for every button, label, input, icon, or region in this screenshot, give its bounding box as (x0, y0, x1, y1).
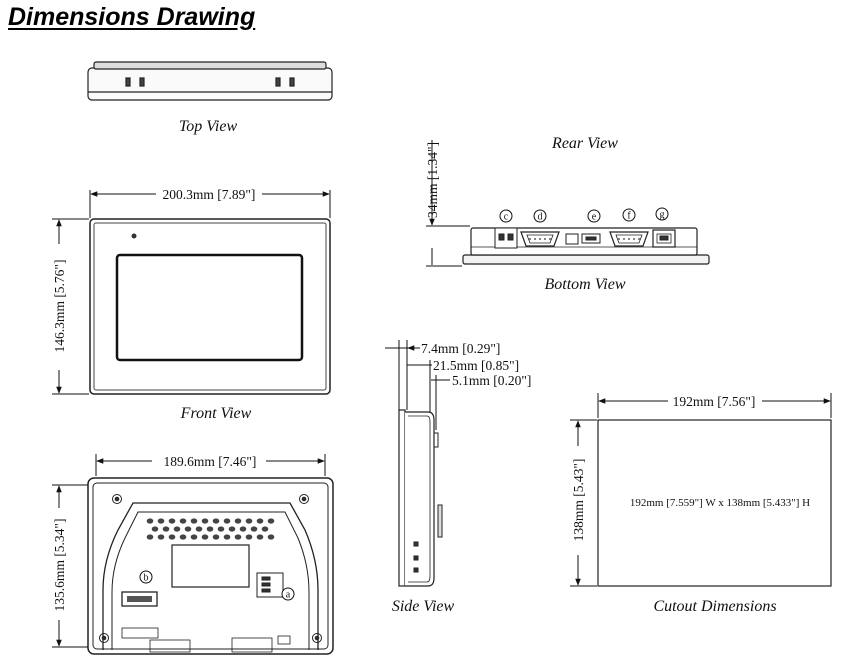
vent-hole (217, 526, 225, 532)
vent-hole (157, 534, 165, 540)
front-height-dimension: 146.3mm [5.76"] (52, 260, 67, 353)
callout-f-icon (622, 208, 636, 222)
callout-g-icon (655, 207, 669, 221)
vent-hole (261, 526, 269, 532)
vent-hole (267, 534, 275, 540)
vent-hole (223, 534, 231, 540)
vent-hole (168, 518, 176, 524)
front-view-caption: Front View (180, 405, 252, 422)
vent-hole (179, 534, 187, 540)
vent-hole (190, 518, 198, 524)
vent-hole (239, 526, 247, 532)
side-dimension-b: 21.5mm [0.85"] (433, 358, 519, 373)
vent-hole (151, 526, 159, 532)
cutout-width-dimension: 192mm [7.56"] (673, 394, 756, 409)
vent-hole (267, 518, 275, 524)
vent-hole (245, 534, 253, 540)
vent-hole (168, 534, 176, 540)
connector-pin (549, 238, 551, 240)
top-view-caption: Top View (179, 118, 238, 135)
bottom-view (462, 227, 710, 265)
rear-view-caption: Rear View (551, 135, 618, 152)
bottom-depth-dimension: 34mm [1.34"] (425, 142, 440, 218)
rear-height-dimension: 135.6mm [5.34"] (52, 519, 67, 612)
front-width-dimension: 200.3mm [7.89"] (163, 187, 256, 202)
connector-pin (529, 238, 531, 240)
connector-pin (534, 238, 536, 240)
vent-hole (157, 518, 165, 524)
vent-hole (162, 526, 170, 532)
vent-hole (228, 526, 236, 532)
vent-hole (256, 518, 264, 524)
callout-b: b (144, 573, 149, 584)
callout-d-icon (533, 209, 547, 223)
connector-pin (544, 238, 546, 240)
side-view-caption: Side View (392, 598, 455, 615)
cutout-height-dimension: 138mm [5.43"] (571, 459, 586, 542)
vent-hole (195, 526, 203, 532)
top-view (87, 61, 333, 101)
vent-hole (146, 518, 154, 524)
connector-pin (618, 238, 620, 240)
vent-hole (190, 534, 198, 540)
callout-c: c (504, 212, 509, 223)
vent-hole (201, 534, 209, 540)
power-led-icon (131, 233, 137, 239)
callout-b-icon (139, 570, 153, 584)
side-dimension-a: 7.4mm [0.29"] (421, 341, 500, 356)
vent-hole (146, 534, 154, 540)
connector-pin (638, 238, 640, 240)
bottom-view-caption: Bottom View (544, 276, 625, 293)
vent-holes (146, 518, 275, 540)
page-title: Dimensions Drawing (8, 3, 256, 31)
connector-pin (623, 238, 625, 240)
vent-hole (250, 526, 258, 532)
front-view (89, 218, 331, 395)
vent-hole (206, 526, 214, 532)
side-dimension-c: 5.1mm [0.20"] (452, 373, 531, 388)
vent-hole (223, 518, 231, 524)
connector-pin (628, 238, 630, 240)
cutout-note: 192mm [7.559"] W x 138mm [5.433"] H (630, 497, 810, 509)
vent-hole (245, 518, 253, 524)
cutout-outline (597, 419, 832, 587)
connector-pins (529, 238, 640, 240)
connector-pin (633, 238, 635, 240)
side-view (398, 409, 443, 587)
front-screen (115, 253, 304, 362)
callout-e: e (592, 212, 597, 223)
vent-hole (173, 526, 181, 532)
callout-a-icon (281, 587, 295, 601)
callout-c-icon (499, 209, 513, 223)
cutout-dimensions-caption: Cutout Dimensions (653, 598, 776, 615)
vent-hole (256, 534, 264, 540)
vent-hole (184, 526, 192, 532)
vent-hole (212, 518, 220, 524)
vent-hole (234, 518, 242, 524)
callout-f: f (627, 211, 631, 222)
callout-g: g (660, 210, 665, 221)
vent-hole (201, 518, 209, 524)
callout-e-icon (587, 209, 601, 223)
rear-width-dimension: 189.6mm [7.46"] (164, 454, 257, 469)
vent-hole (179, 518, 187, 524)
vent-hole (234, 534, 242, 540)
back-view (87, 477, 334, 655)
connector-pin (539, 238, 541, 240)
vent-hole (212, 534, 220, 540)
callout-a: a (286, 590, 291, 601)
callout-d: d (538, 212, 543, 223)
